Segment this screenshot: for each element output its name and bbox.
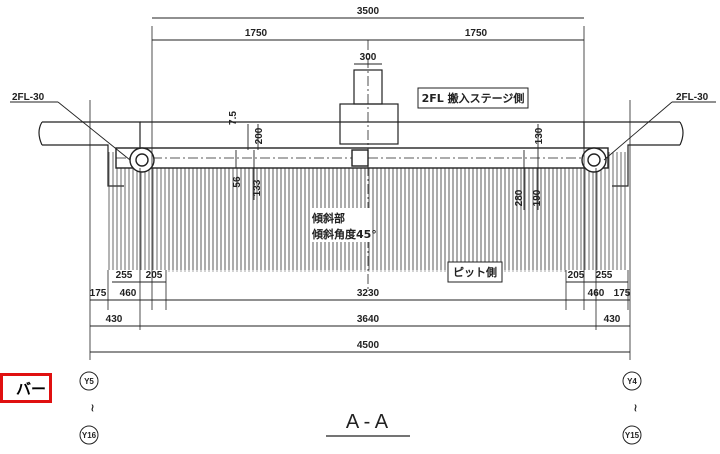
dim-left-205: 205: [146, 270, 163, 281]
dim-top-total: 3500: [357, 6, 380, 17]
dim-v-200: 200: [254, 127, 265, 144]
incline-label-line2: 傾斜角度45°: [311, 227, 377, 241]
dim-left-175: 175: [90, 288, 107, 299]
axis-marker-y15: Y15: [625, 431, 640, 440]
roller-bar: [115, 147, 609, 173]
stage-side-label: 2FL 搬入ステージ側: [422, 91, 525, 105]
axis-marker-y16: Y16: [82, 431, 97, 440]
stage-column: [339, 69, 399, 145]
dim-v-75: 7.5: [228, 111, 239, 125]
dim-left-255: 255: [116, 270, 133, 281]
dim-left-460: 460: [120, 288, 137, 299]
dim-v-190: 190: [532, 189, 543, 206]
dim-mid-span: 3230: [357, 288, 380, 299]
dim-right-205: 205: [568, 270, 585, 281]
dim-half-left: 1750: [245, 28, 268, 39]
dim-total-span: 4500: [357, 340, 380, 351]
dim-right-175: 175: [614, 288, 631, 299]
level-label-left: 2FL-30: [12, 92, 45, 103]
dim-half-right: 1750: [465, 28, 488, 39]
level-label-right: 2FL-30: [676, 92, 709, 103]
axis-marker-y5: Y5: [84, 377, 94, 386]
axis-marker-y4: Y4: [627, 377, 637, 386]
dim-inner-span: 3640: [357, 314, 380, 325]
incline-label-line1: 傾斜部: [311, 211, 345, 225]
dim-v-280: 280: [514, 189, 525, 206]
section-title: A - A: [346, 411, 389, 433]
dim-right-430: 430: [604, 314, 621, 325]
dim-v-56: 56: [232, 176, 243, 188]
dim-column-width: 300: [360, 52, 377, 63]
dim-left-430: 430: [106, 314, 123, 325]
dim-right-460: 460: [588, 288, 605, 299]
axis-tilde-right: ~: [629, 403, 642, 412]
dim-v-133: 133: [252, 179, 263, 196]
callout-text: バー: [15, 379, 46, 398]
callout-box: バー: [0, 373, 52, 403]
dim-right-255: 255: [596, 270, 613, 281]
dim-v-130: 130: [534, 127, 545, 144]
pit-side-label: ピット側: [453, 265, 497, 279]
axis-tilde-left: ~: [86, 403, 99, 412]
